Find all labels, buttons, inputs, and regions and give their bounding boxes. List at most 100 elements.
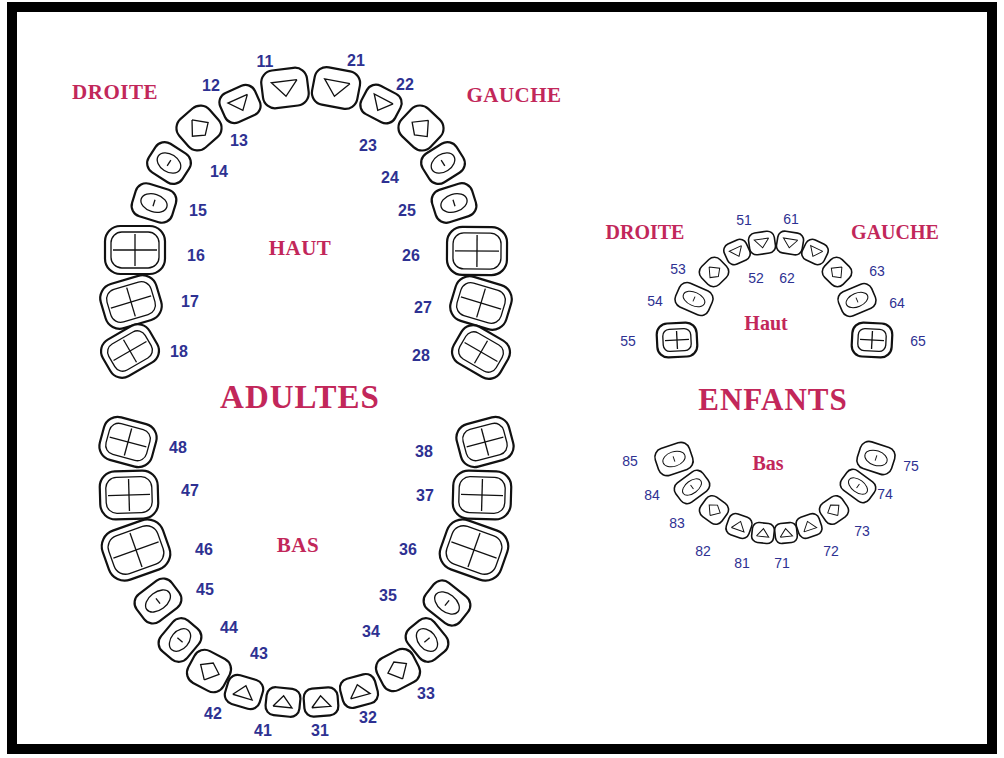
tooth-number-holder: 81 — [734, 555, 750, 571]
tooth — [453, 414, 517, 470]
tooth-number-holder: 45 — [196, 581, 214, 599]
tooth-number: 85 — [622, 454, 638, 468]
tooth — [447, 320, 515, 383]
tooth-number: 36 — [399, 542, 417, 558]
tooth-number-holder: 27 — [414, 299, 432, 317]
tooth-number-holder: 71 — [774, 555, 790, 571]
tooth-number: 22 — [396, 77, 414, 93]
tooth-number-holder: 25 — [398, 202, 416, 220]
tooth-number: 43 — [250, 646, 268, 662]
tooth-number-holder: 55 — [620, 333, 636, 349]
tooth — [775, 230, 804, 256]
tooth-number: 37 — [416, 488, 434, 504]
tooth-number: 53 — [670, 262, 686, 276]
tooth — [435, 515, 513, 585]
tooth — [696, 493, 731, 528]
tooth-number-holder: 41 — [254, 722, 272, 740]
tooth-number: 18 — [170, 344, 188, 360]
tooth-number: 81 — [734, 556, 750, 570]
tooth-number-holder: 82 — [695, 543, 711, 559]
tooth-number: 83 — [669, 516, 685, 530]
tooth-number: 28 — [412, 348, 430, 364]
frame — [12, 7, 992, 749]
tooth-number: 82 — [695, 544, 711, 558]
tooth-number: 12 — [202, 78, 220, 94]
tooth-number: 51 — [736, 213, 752, 227]
tooth-number-holder: 33 — [417, 685, 435, 703]
tooth-number-holder: 23 — [359, 137, 377, 155]
tooth-number: 34 — [362, 624, 380, 640]
tooth-number-holder: 28 — [412, 347, 430, 365]
tooth-number: 73 — [854, 524, 870, 538]
tooth — [748, 230, 777, 255]
tooth-number-holder: 21 — [347, 52, 365, 70]
tooth-number: 84 — [644, 488, 660, 502]
tooth-number-holder: 18 — [170, 343, 188, 361]
teeth-group — [96, 65, 897, 718]
tooth-number: 35 — [379, 588, 397, 604]
tooth — [97, 515, 175, 585]
tooth-number: 24 — [381, 170, 399, 186]
tooth-number-holder: 48 — [169, 439, 187, 457]
tooth-number-holder: 83 — [669, 515, 685, 531]
tooth-number: 52 — [748, 271, 764, 285]
tooth — [303, 687, 339, 717]
tooth — [652, 440, 695, 478]
jaw-label: HAUT — [269, 238, 332, 259]
tooth-number-holder: 75 — [903, 458, 919, 474]
tooth-number-holder: 64 — [889, 295, 905, 311]
tooth — [338, 672, 381, 710]
side-label: DROITE — [72, 82, 158, 103]
tooth-number-holder: 63 — [869, 263, 885, 279]
tooth-number: 71 — [774, 556, 790, 570]
tooth — [774, 522, 798, 544]
tooth-number: 32 — [359, 710, 377, 726]
side-label-holder: DROITE — [72, 80, 158, 105]
tooth — [819, 254, 855, 290]
tooth-number-holder: 54 — [647, 293, 663, 309]
tooth — [751, 522, 775, 544]
tooth — [96, 414, 160, 471]
tooth-number-holder: 15 — [189, 202, 207, 220]
tooth-number-holder: 65 — [910, 333, 926, 349]
tooth-number-holder: 22 — [396, 76, 414, 94]
tooth-number-holder: 11 — [257, 53, 274, 71]
tooth-number-holder: 26 — [402, 247, 420, 265]
tooth-number-holder: 43 — [250, 645, 268, 663]
tooth-number: 15 — [189, 203, 207, 219]
tooth-number-holder: 31 — [311, 722, 329, 740]
tooth — [265, 686, 302, 717]
tooth-number: 42 — [204, 706, 222, 722]
tooth — [452, 470, 511, 520]
jaw-label: Haut — [744, 313, 787, 333]
tooth-number: 23 — [359, 138, 377, 154]
tooth-number-holder: 35 — [379, 587, 397, 605]
tooth — [171, 101, 226, 156]
tooth — [310, 65, 362, 111]
tooth-number: 33 — [417, 686, 435, 702]
tooth — [417, 138, 469, 188]
tooth — [429, 180, 479, 225]
tooth — [105, 226, 165, 274]
tooth-number-holder: 36 — [399, 541, 417, 559]
tooth-number-holder: 42 — [204, 705, 222, 723]
tooth-number: 11 — [257, 54, 274, 70]
jaw-label-holder: Haut — [744, 312, 787, 335]
side-label: GAUCHE — [466, 85, 561, 106]
tooth — [816, 493, 851, 528]
tooth-number: 46 — [195, 542, 213, 558]
tooth-number: 65 — [910, 334, 926, 348]
tooth — [672, 280, 715, 318]
section-title: ADULTES — [220, 381, 380, 414]
tooth-number-holder: 13 — [230, 132, 248, 150]
jaw-label-holder: BAS — [277, 533, 319, 558]
tooth-number-holder: 47 — [181, 482, 199, 500]
section-title: ENFANTS — [698, 384, 847, 415]
section-title-holder: ADULTES — [220, 379, 380, 416]
tooth — [447, 227, 507, 275]
tooth-number-holder: 12 — [202, 77, 220, 95]
section-title-holder: ENFANTS — [698, 382, 847, 418]
tooth — [794, 512, 824, 541]
tooth-number: 48 — [169, 440, 187, 456]
